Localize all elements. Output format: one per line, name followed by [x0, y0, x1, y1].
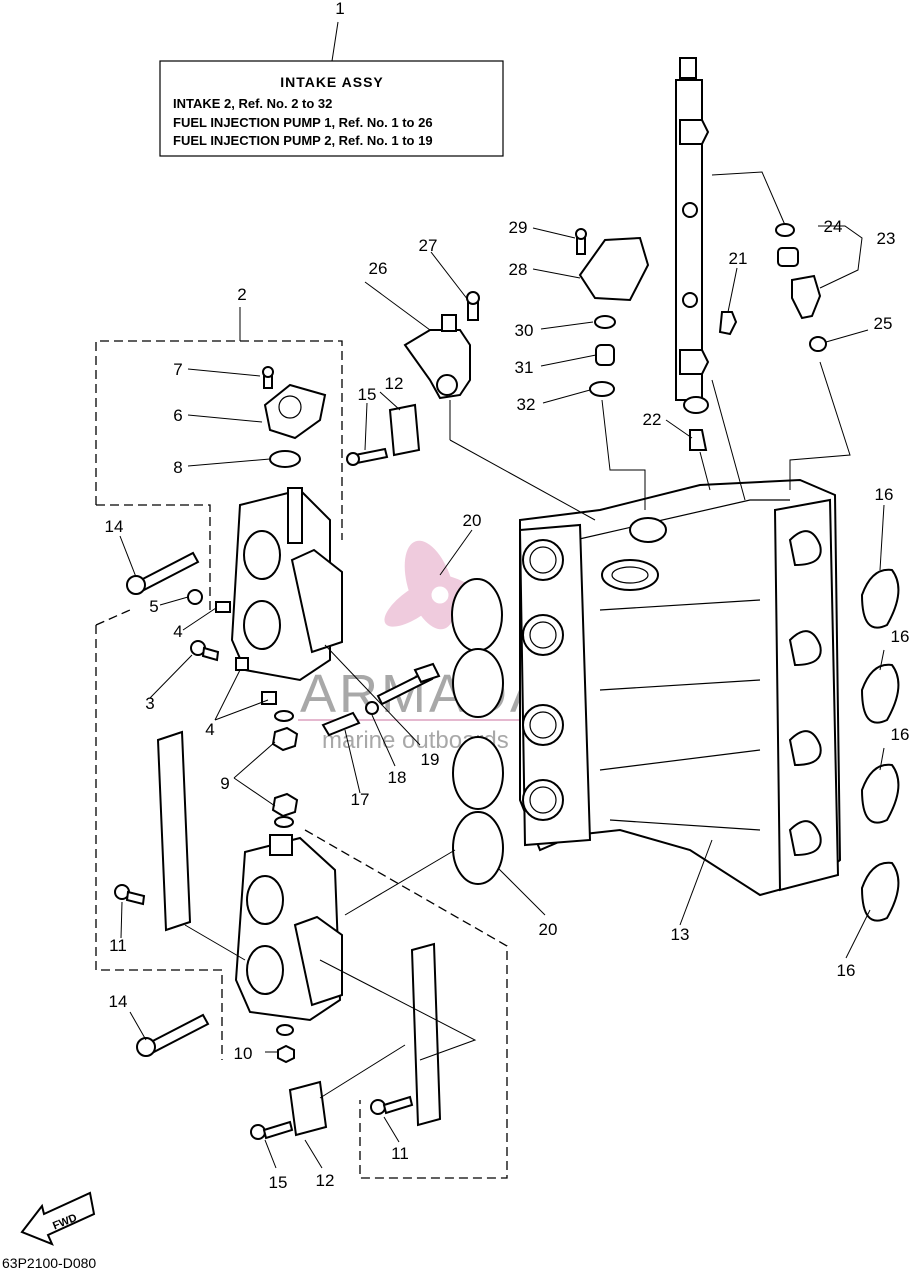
callout-2: 2 — [237, 285, 246, 304]
callout-5: 5 — [149, 597, 158, 616]
callout-30: 30 — [515, 321, 534, 340]
sensor-26 — [403, 314, 471, 400]
callout-22: 22 — [643, 410, 662, 429]
gasket-16c — [860, 763, 900, 824]
callout-17: 17 — [351, 790, 370, 809]
callout-14a: 14 — [105, 517, 124, 536]
callout-7: 7 — [173, 360, 182, 379]
callout-10: 10 — [234, 1044, 253, 1063]
callout-9: 9 — [220, 774, 229, 793]
callout-1: 1 — [335, 0, 344, 18]
callout-19: 19 — [421, 750, 440, 769]
callout-27: 27 — [419, 236, 438, 255]
callout-numbers: 1 2 3 4 4 5 6 7 8 9 10 11 11 12 12 13 14… — [105, 0, 910, 1192]
sensor-28 — [578, 236, 650, 302]
callout-6: 6 — [173, 406, 182, 425]
filter-24 — [777, 247, 799, 267]
callout-11b: 11 — [391, 1144, 409, 1163]
callout-18: 18 — [388, 768, 407, 787]
seal-25 — [809, 336, 827, 352]
callout-32: 32 — [517, 395, 536, 414]
intake-assy-label: INTAKE ASSY INTAKE 2, Ref. No. 2 to 32 F… — [159, 60, 504, 157]
callout-31: 31 — [515, 358, 534, 377]
callout-3: 3 — [145, 694, 154, 713]
callout-12a: 12 — [385, 374, 404, 393]
diagram-code: 63P2100-D080 — [2, 1255, 96, 1271]
fuel-rail — [675, 57, 710, 414]
gasket-16a — [860, 568, 900, 629]
injector-23 — [791, 274, 822, 320]
callout-14b: 14 — [109, 992, 128, 1011]
callout-20a: 20 — [463, 511, 482, 530]
callout-28: 28 — [509, 260, 528, 279]
throttle-body-lower — [234, 834, 343, 1022]
o-ring-24 — [775, 223, 795, 237]
callout-16a: 16 — [875, 485, 894, 504]
tps-sensor-6 — [263, 383, 327, 440]
callout-16c: 16 — [891, 725, 910, 744]
callout-4a: 4 — [173, 622, 182, 641]
intake-manifold — [518, 478, 842, 897]
callout-20b: 20 — [539, 920, 558, 939]
label-line-1: INTAKE 2, Ref. No. 2 to 32 — [173, 96, 332, 111]
gasket-16d — [860, 861, 900, 922]
callout-23: 23 — [877, 229, 896, 248]
fwd-arrow-icon: FWD — [20, 1191, 96, 1246]
label-title: INTAKE ASSY — [280, 74, 384, 90]
callout-26: 26 — [369, 259, 388, 278]
callout-12b: 12 — [316, 1171, 335, 1190]
callout-15a: 15 — [358, 385, 377, 404]
callout-29: 29 — [509, 218, 528, 237]
callout-8: 8 — [173, 458, 182, 477]
callout-11a: 11 — [109, 936, 127, 955]
callout-16d: 16 — [837, 961, 856, 980]
label-line-3: FUEL INJECTION PUMP 2, Ref. No. 1 to 19 — [173, 133, 433, 148]
callout-4b: 4 — [205, 720, 214, 739]
callout-16b: 16 — [891, 627, 910, 646]
callout-25: 25 — [874, 314, 893, 333]
label-line-2: FUEL INJECTION PUMP 1, Ref. No. 1 to 26 — [173, 115, 433, 130]
gasket-16b — [860, 663, 900, 724]
throttle-body-upper — [230, 487, 343, 682]
callout-13: 13 — [671, 925, 690, 944]
callout-24: 24 — [824, 217, 843, 236]
callout-15b: 15 — [269, 1173, 288, 1192]
callout-21: 21 — [729, 249, 748, 268]
